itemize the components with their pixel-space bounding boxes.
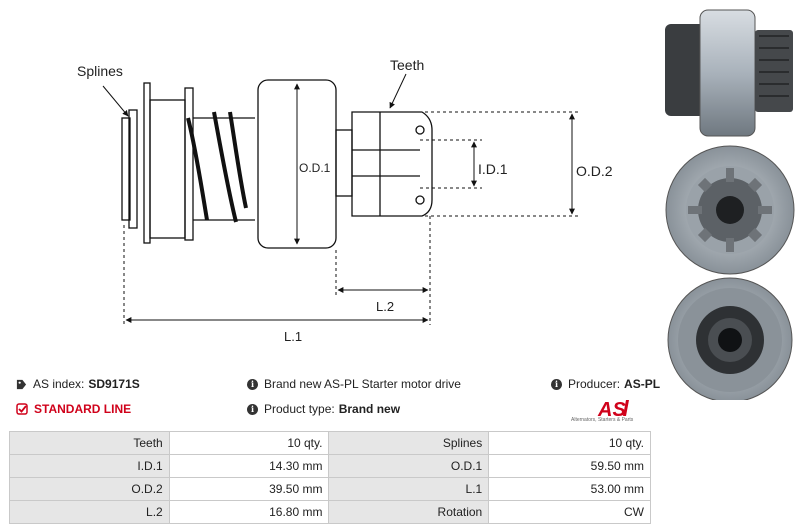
l1-label: L.1 [284,329,302,344]
info-icon: i [247,378,258,390]
rear-view-photo [667,277,793,400]
od2-label: O.D.2 [576,163,613,179]
logo-text: AS [597,399,626,421]
spec-value: 59.50 mm [488,454,651,478]
table-row: Teeth 10 qty. Splines 10 qty. [9,431,651,455]
product-description: i Brand new AS-PL Starter motor drive [247,377,461,391]
spec-key: I.D.1 [9,454,170,478]
teeth-leader [389,73,407,109]
product-type-value: Brand new [338,402,401,416]
product-description-text: Brand new AS-PL Starter motor drive [264,377,461,391]
spec-key: L.1 [328,477,490,501]
spec-value: 10 qty. [488,431,651,455]
spec-key: O.D.2 [9,477,170,501]
product-type-label: Product type: [264,402,335,416]
pinion-gear [351,111,433,217]
specs-table: Teeth 10 qty. Splines 10 qty. I.D.1 14.3… [9,431,651,524]
as-index-label: AS index: [33,377,85,391]
spec-value: CW [488,500,651,524]
standard-line-label: STANDARD LINE [34,402,132,416]
tag-icon [16,379,27,389]
table-row: O.D.2 39.50 mm L.1 53.00 mm [9,477,651,501]
spec-value: 16.80 mm [168,500,330,524]
info-icon: i [551,378,562,390]
product-type: i Product type: Brand new [247,402,400,416]
spec-value: 14.30 mm [168,454,330,478]
standard-line: STANDARD LINE [16,402,131,416]
producer: i Producer: AS-PL [551,377,660,391]
as-index-value: SD9171S [88,377,140,391]
spec-key: O.D.1 [328,454,490,478]
spec-value: 39.50 mm [168,477,330,501]
technical-drawing: Splines Teeth O.D.1 I.D.1 O.D.2 L.2 L.1 [77,57,613,344]
producer-value: AS-PL [624,377,661,391]
splines-leader [102,85,129,117]
od1-label: O.D.1 [299,161,331,175]
info-icon: i [247,403,258,415]
table-row: I.D.1 14.30 mm O.D.1 59.50 mm [9,454,651,478]
producer-label: Producer: [568,377,621,391]
spec-key: Teeth [9,431,170,455]
spring-housing [149,99,186,239]
spec-key: Rotation [328,500,490,524]
checkbox-icon [16,403,28,415]
front-view-photo [665,145,795,275]
splines-label: Splines [77,63,123,79]
table-row: L.2 16.80 mm Rotation CW [9,500,651,524]
teeth-label: Teeth [390,57,424,73]
spec-key: L.2 [9,500,170,524]
as-index: AS index: SD9171S [16,377,140,391]
logo-subtitle: Alternators, Starters & Parts [571,417,634,423]
spec-value: 53.00 mm [488,477,651,501]
spec-value: 10 qty. [168,431,330,455]
spec-key: Splines [328,431,490,455]
l2-label: L.2 [376,299,394,314]
rear-plate [143,82,151,244]
spline-flange [128,109,138,229]
pinion-neck [335,129,353,197]
front-plate [184,87,194,241]
id1-label: I.D.1 [478,161,508,177]
product-photos [665,9,795,400]
spline-collar [121,117,131,221]
side-view-photo [665,9,793,137]
as-pl-logo: AS [597,399,629,421]
